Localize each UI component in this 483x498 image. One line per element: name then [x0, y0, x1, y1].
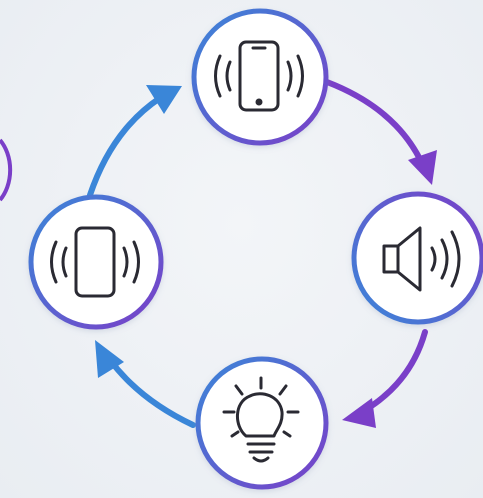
lightbulb-icon: [222, 376, 300, 463]
arrowhead: [146, 85, 182, 114]
speaker-sound-icon: [382, 226, 461, 292]
vibrating-phone-icon: [50, 226, 140, 298]
node-left: [28, 194, 164, 330]
edge-right-to-bottom: [342, 329, 428, 428]
offscreen-node-edge: [0, 138, 13, 202]
node-top: [191, 8, 329, 146]
node-right: [351, 191, 483, 325]
edge-bottom-to-left: [95, 340, 196, 428]
edge-top-to-right: [324, 79, 437, 185]
edge-left-to-top: [87, 85, 182, 198]
arrowhead: [95, 340, 124, 378]
vibrating-phone-icon: [214, 40, 304, 112]
arrowhead: [408, 150, 437, 185]
arrowhead: [342, 398, 376, 428]
node-bottom: [195, 356, 329, 490]
